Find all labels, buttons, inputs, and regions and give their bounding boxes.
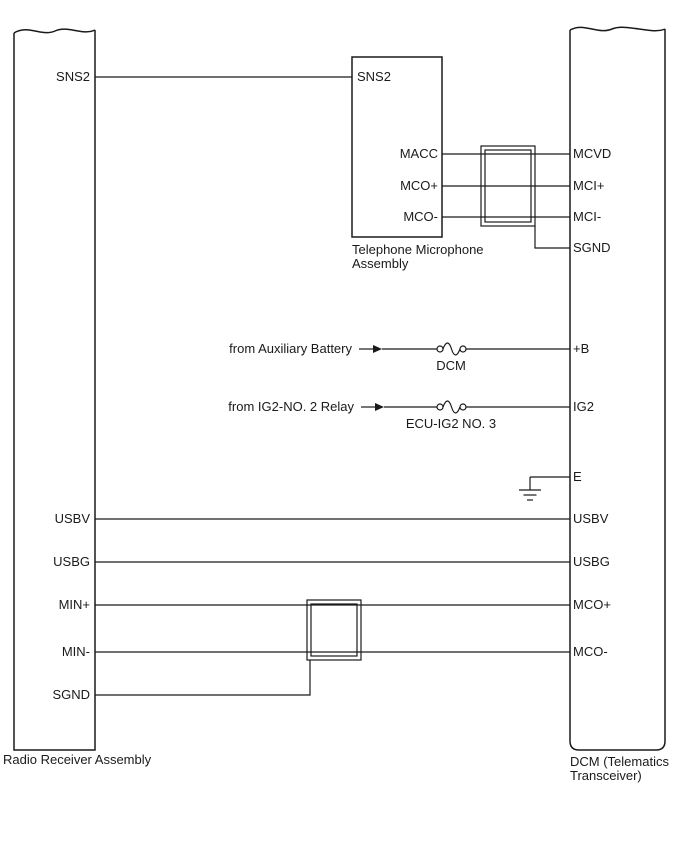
battery-arrow-icon — [373, 345, 382, 353]
dcm-pin-mci-minus: MCI- — [573, 209, 601, 224]
microphone-pin-mco-minus: MCO- — [403, 209, 438, 224]
microphone-pin-sns2: SNS2 — [357, 69, 391, 84]
source-auxiliary-battery: from Auxiliary Battery DCM — [229, 341, 570, 373]
dcm-outline — [569, 29, 666, 751]
microphone-pin-mco-plus: MCO+ — [400, 178, 438, 193]
shield-symbol-mic-out-cable — [306, 599, 362, 661]
dcm-pin-sgnd: SGND — [573, 240, 611, 255]
radio-pin-min-minus: MIN- — [62, 644, 90, 659]
ig2-source-label: from IG2-NO. 2 Relay — [228, 399, 354, 414]
fuse-dcm-icon — [436, 342, 467, 356]
dcm-pin-mco-plus: MCO+ — [573, 597, 611, 612]
dcm-pin-mco-minus: MCO- — [573, 644, 608, 659]
dcm-telematics-transceiver: DCM (Telematics Transceiver) MCVD MCI+ M… — [569, 26, 669, 783]
fuse-element — [442, 342, 461, 356]
microphone-label-line1: Telephone Microphone — [352, 242, 484, 257]
shield-outer-rect — [480, 145, 536, 227]
microphone-label-line2: Assembly — [352, 256, 409, 271]
radio-pin-sgnd: SGND — [52, 687, 90, 702]
radio-receiver-assembly: Radio Receiver Assembly SNS2 USBV USBG M… — [3, 28, 152, 767]
shield-inner-rect — [310, 603, 358, 657]
battery-source-label: from Auxiliary Battery — [229, 341, 352, 356]
radio-pin-usbv: USBV — [55, 511, 91, 526]
fuse-dcm-label: DCM — [436, 358, 466, 373]
ig2-arrow-icon — [375, 403, 384, 411]
source-ig2-relay: from IG2-NO. 2 Relay ECU-IG2 NO. 3 — [228, 399, 570, 431]
dcm-label-line2: Transceiver) — [570, 768, 642, 783]
dcm-pin-ig2: IG2 — [573, 399, 594, 414]
wire-sgnd-shield-drain — [95, 660, 311, 696]
dcm-pin-usbv: USBV — [573, 511, 609, 526]
fuse-element — [442, 400, 461, 414]
fuse-terminal-left — [436, 403, 444, 411]
fuse-terminal-right — [459, 403, 467, 411]
dcm-pin-plus-b: +B — [573, 341, 589, 356]
dcm-label-line1: DCM (Telematics — [570, 754, 669, 769]
fuse-ecu-ig2-label: ECU-IG2 NO. 3 — [406, 416, 496, 431]
dcm-pin-mcvd: MCVD — [573, 146, 611, 161]
dcm-top-wave — [569, 26, 666, 32]
radio-pin-usbg: USBG — [53, 554, 90, 569]
radio-pin-sns2: SNS2 — [56, 69, 90, 84]
dcm-pin-usbg: USBG — [573, 554, 610, 569]
shield-inner-rect — [484, 149, 532, 223]
fuse-terminal-right — [459, 345, 467, 353]
microphone-pin-macc: MACC — [400, 146, 438, 161]
shield-outer-rect — [306, 599, 362, 661]
microphone-outline — [351, 56, 443, 238]
ground-icon — [519, 477, 541, 501]
shield-symbol-microphone-cable — [480, 145, 536, 227]
fuse-terminal-left — [436, 345, 444, 353]
fuse-ecu-ig2-icon — [436, 400, 467, 414]
radio-label: Radio Receiver Assembly — [3, 752, 152, 767]
wires — [95, 76, 570, 696]
radio-top-wave — [13, 28, 96, 34]
dcm-pin-mci-plus: MCI+ — [573, 178, 604, 193]
ground-connection-e — [519, 476, 570, 501]
radio-pin-min-plus: MIN+ — [59, 597, 90, 612]
telephone-microphone-assembly: SNS2 MACC MCO+ MCO- Telephone Microphone… — [351, 56, 484, 271]
dcm-pin-e: E — [573, 469, 582, 484]
wire-shield-drain-sgnd — [534, 226, 570, 249]
radio-outline — [13, 30, 96, 751]
